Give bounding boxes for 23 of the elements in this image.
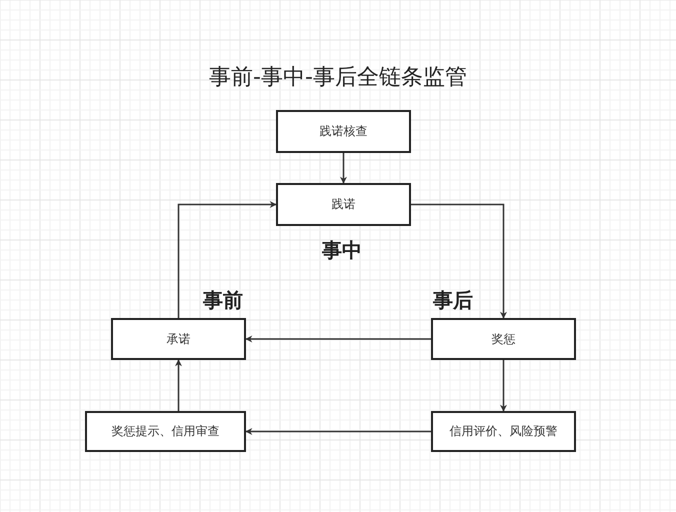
arrow [245, 336, 431, 342]
box-label: 奖惩 [492, 330, 516, 348]
phase-label: 事中 [322, 237, 362, 264]
arrow [175, 359, 182, 411]
arrow [411, 204, 507, 319]
phase-label: 事前 [203, 287, 243, 314]
box-label: 践诺核查 [320, 123, 368, 140]
process-box [276, 183, 411, 226]
diagram-title: 事前-事中-事后全链条监管 [209, 65, 467, 90]
phase-label: 事后 [433, 287, 473, 314]
arrow [500, 360, 507, 412]
process-box [276, 110, 411, 153]
box-label: 践诺 [332, 196, 356, 213]
arrow [245, 428, 431, 435]
arrow [178, 201, 277, 318]
arrow [340, 153, 347, 184]
process-box [431, 318, 576, 360]
process-box [431, 411, 576, 452]
process-box [111, 318, 246, 360]
box-label: 信用评价、风险预警 [450, 423, 558, 440]
process-box [85, 411, 246, 452]
box-label: 承诺 [166, 330, 190, 348]
box-label: 奖惩提示、信用审查 [112, 423, 220, 440]
